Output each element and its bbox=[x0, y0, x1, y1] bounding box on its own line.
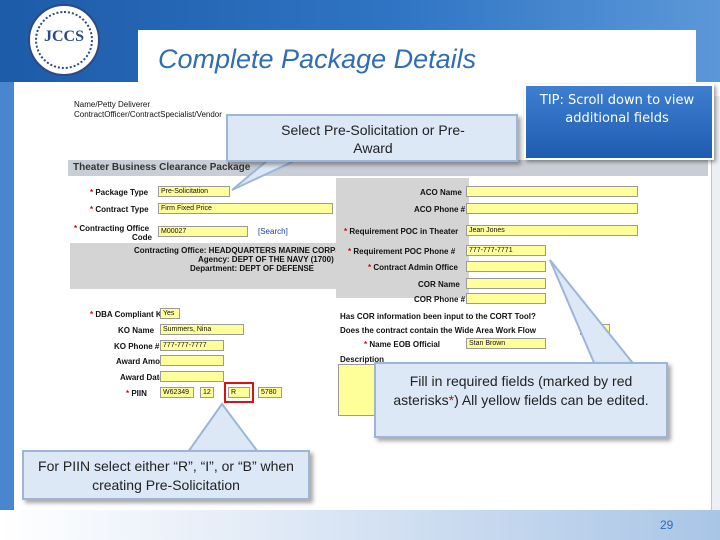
eob-input[interactable]: Stan Brown bbox=[466, 338, 546, 349]
award-date-input[interactable] bbox=[160, 371, 224, 382]
slide-title: Complete Package Details bbox=[158, 44, 477, 74]
callout-select-pre: Select Pre-Solicitation or Pre-Award bbox=[226, 114, 518, 162]
dba-select[interactable]: Yes bbox=[160, 308, 180, 319]
pointer-piin bbox=[186, 402, 260, 453]
package-type-select[interactable]: Pre-Solicitation bbox=[158, 186, 230, 197]
pointer-fill bbox=[549, 259, 643, 373]
name-label-2: ContractOfficer/ContractSpecialist/Vendo… bbox=[74, 110, 222, 119]
contracting-office-input[interactable]: M00027 bbox=[158, 226, 248, 237]
section-header: Theater Business Clearance Package bbox=[68, 160, 708, 176]
req-poc-label: * Requirement POC in Theater bbox=[344, 227, 459, 236]
form-screenshot: Name/Petty Deliverer ContractOfficer/Con… bbox=[60, 96, 720, 510]
contracting-office-label: * Contracting Office bbox=[74, 224, 150, 233]
scrollbar[interactable] bbox=[711, 96, 720, 510]
callout-select-pre-text: Select Pre-Solicitation or Pre-Award bbox=[281, 122, 465, 156]
piin-type-select[interactable]: R bbox=[228, 387, 250, 398]
piin-highlight bbox=[224, 382, 254, 403]
aco-name-label: ACO Name bbox=[420, 188, 462, 197]
piin-label: * PIIN bbox=[126, 389, 147, 398]
package-type-label: * Package Type bbox=[90, 188, 149, 197]
req-poc-input[interactable]: Jean Jones bbox=[466, 225, 638, 236]
award-amount-input[interactable] bbox=[160, 355, 224, 366]
name-label: Name/Petty Deliverer bbox=[74, 100, 151, 109]
callout-piin-text: For PIIN select either “R”, “I”, or “B” … bbox=[38, 458, 294, 493]
dba-label: * DBA Compliant KO bbox=[90, 310, 168, 319]
office-line-3: Department: DEPT OF DEFENSE bbox=[190, 264, 315, 273]
office-info-panel bbox=[70, 243, 336, 289]
award-date-label: Award Date bbox=[120, 373, 164, 382]
callout-tip: TIP: Scroll down to view additional fiel… bbox=[524, 84, 714, 160]
title-box: Complete Package Details bbox=[138, 30, 696, 82]
footer-bar bbox=[0, 510, 720, 540]
contract-admin-label: * Contract Admin Office bbox=[368, 263, 458, 272]
jccs-logo: JCCS bbox=[28, 4, 100, 76]
fill-text-asterisk: * bbox=[448, 392, 455, 408]
page-number: 29 bbox=[660, 518, 674, 532]
callout-piin: For PIIN select either “R”, “I”, or “B” … bbox=[22, 450, 310, 500]
office-line-1: Contracting Office: HEADQUARTERS MARINE … bbox=[134, 246, 341, 255]
section-title: Theater Business Clearance Package bbox=[73, 162, 251, 173]
callout-fill-required: Fill in required fields (marked by red a… bbox=[374, 362, 668, 438]
description-label: Description bbox=[340, 355, 385, 364]
description-textarea[interactable] bbox=[338, 364, 380, 416]
office-line-2: Agency: DEPT OF THE NAVY (1700) bbox=[198, 255, 334, 264]
piin-part-1[interactable]: W62349 bbox=[160, 387, 194, 398]
right-label-panel bbox=[336, 178, 469, 298]
contract-type-label: * Contract Type bbox=[90, 205, 149, 214]
wide-area-label: Does the contract contain the Wide Area … bbox=[340, 326, 536, 335]
ko-name-select[interactable]: Summers, Nina bbox=[160, 324, 244, 335]
cor-info-label: Has COR information been input to the CO… bbox=[340, 312, 536, 321]
fill-text-1: Fill in required fields (marked by red a… bbox=[393, 373, 633, 408]
req-poc-phone-input[interactable]: 777-777-7771 bbox=[466, 245, 546, 256]
logo-text: JCCS bbox=[43, 28, 84, 45]
aco-phone-label: ACO Phone # bbox=[414, 205, 466, 214]
contract-type-select[interactable]: Firm Fixed Price bbox=[158, 203, 333, 214]
ko-phone-input[interactable]: 777-777-7777 bbox=[160, 340, 224, 351]
callout-tip-text: TIP: Scroll down to view additional fiel… bbox=[539, 93, 695, 126]
fill-text-2: ) All yellow fields can be edited. bbox=[454, 392, 649, 408]
left-stripe bbox=[0, 82, 14, 540]
code-label: Code bbox=[132, 233, 152, 242]
logo-ring bbox=[35, 11, 93, 69]
cor-name-label: COR Name bbox=[418, 280, 460, 289]
aco-name-input[interactable] bbox=[466, 186, 638, 197]
cor-phone-input[interactable] bbox=[466, 293, 546, 304]
callout-fill-text: Fill in required fields (marked by red a… bbox=[382, 372, 660, 410]
eob-label: * Name EOB Official bbox=[364, 340, 441, 349]
req-poc-phone-label: * Requirement POC Phone # bbox=[348, 247, 456, 256]
search-link[interactable]: [Search] bbox=[258, 227, 288, 236]
cor-phone-label: COR Phone # bbox=[414, 295, 466, 304]
award-amount-label: Award Amount $ bbox=[116, 357, 180, 366]
aco-phone-input[interactable] bbox=[466, 203, 638, 214]
piin-part-2[interactable]: 12 bbox=[200, 387, 214, 398]
piin-part-4[interactable]: 5780 bbox=[258, 387, 282, 398]
ko-phone-label: KO Phone # bbox=[114, 342, 160, 351]
contract-admin-input[interactable] bbox=[466, 261, 546, 272]
ko-name-label: KO Name bbox=[118, 326, 155, 335]
cor-name-input[interactable] bbox=[466, 278, 546, 289]
